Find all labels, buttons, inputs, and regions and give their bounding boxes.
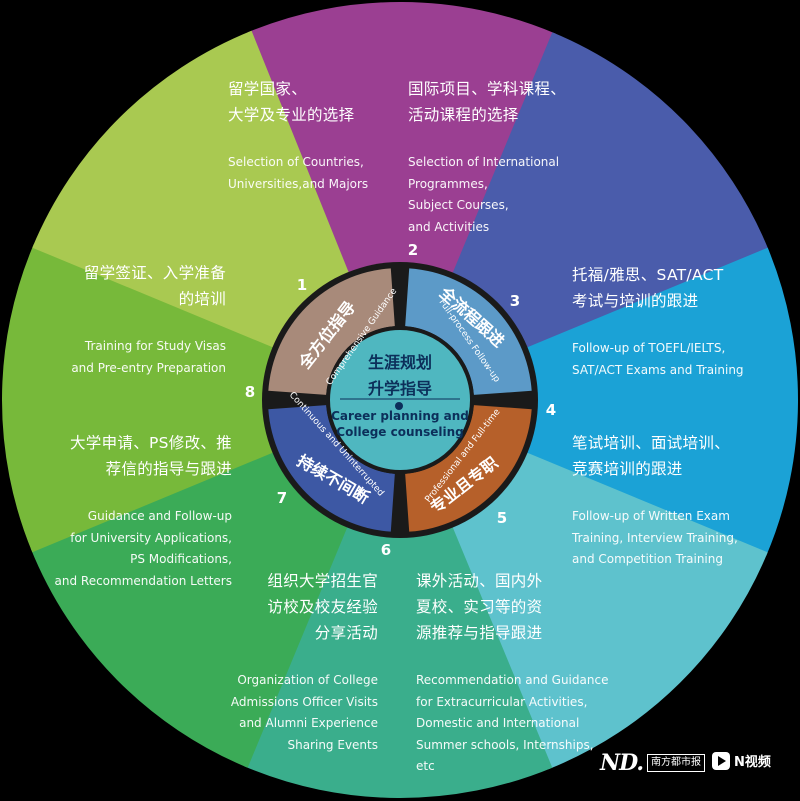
segment-8-zh: 留学签证、入学准备 的培训 — [83, 264, 226, 308]
nvideo-logo-text: N视频 — [734, 755, 771, 770]
segment-6-number: 6 — [380, 541, 392, 559]
ring-3-arc — [405, 405, 532, 532]
segment-5-number: 5 — [496, 509, 508, 527]
segment-8-label: 留学签证、入学准备 的培训 Training for Study Visas a… — [40, 260, 226, 379]
segment-6-label: 组织大学招生官 访校及校友经验 分享活动 Organization of Col… — [200, 568, 378, 756]
segment-8-wedge — [32, 30, 352, 351]
segment-4-number: 4 — [545, 401, 557, 419]
segment-1-number: 1 — [296, 276, 308, 294]
nandu-logo-mark: ND. — [600, 750, 644, 776]
nandu-logo-text: 南方都市报 — [647, 754, 706, 772]
segment-4-wedge — [448, 449, 768, 770]
segment-5-label: 课外活动、国内外 夏校、实习等的资 源推荐与指导跟进 Recommendatio… — [416, 568, 616, 778]
segment-2-en: Selection of International Programmes, S… — [408, 155, 560, 234]
hub-circle — [326, 326, 474, 474]
segment-7-number: 7 — [276, 489, 288, 507]
segment-2-label: 国际项目、学科课程、 活动课程的选择 Selection of Internat… — [408, 76, 608, 238]
segment-7-zh: 大学申请、PS修改、推 荐信的指导与跟进 — [70, 434, 232, 478]
segment-8-en: Training for Study Visas and Pre-entry P… — [71, 339, 226, 375]
segment-7-en: Guidance and Follow-up for University Ap… — [54, 509, 233, 588]
segment-3-en: Follow-up of TOEFL/IELTS, SAT/ACT Exams … — [572, 341, 744, 377]
segment-3-zh: 托福/雅思、SAT/ACT 考试与培训的跟进 — [572, 266, 724, 310]
play-icon — [712, 751, 730, 770]
segment-4-label: 笔试培训、面试培训、 竞赛培训的跟进 Follow-up of Written … — [572, 430, 772, 571]
segment-1-label: 留学国家、 大学及专业的选择 Selection of Countries, U… — [228, 76, 398, 195]
segment-2-wedge — [449, 32, 770, 352]
nandu-logo: ND. 南方都市报 — [600, 750, 706, 776]
hub-center-dot — [395, 402, 403, 410]
hub-title-en: Career planning and College counseling — [331, 409, 469, 439]
segment-8-number: 8 — [244, 383, 256, 401]
segment-1-en: Selection of Countries, Universities,and… — [228, 155, 369, 191]
segment-2-number: 2 — [407, 241, 419, 259]
nvideo-logo: N视频 — [712, 751, 771, 770]
ring-4-arc — [268, 405, 395, 532]
segment-2-zh: 国际项目、学科课程、 活动课程的选择 — [408, 80, 567, 124]
ring-1-arc — [268, 268, 395, 395]
segment-4-zh: 笔试培训、面试培训、 竞赛培训的跟进 — [572, 434, 731, 478]
segment-1-zh: 留学国家、 大学及专业的选择 — [228, 80, 355, 124]
segment-6-zh: 组织大学招生官 访校及校友经验 分享活动 — [267, 572, 378, 642]
segment-5-en: Recommendation and Guidance for Extracur… — [416, 673, 609, 773]
segment-6-en: Organization of College Admissions Offic… — [230, 673, 378, 752]
segment-3-label: 托福/雅思、SAT/ACT 考试与培训的跟进 Follow-up of TOEF… — [572, 262, 772, 381]
segment-6-wedge — [30, 448, 351, 768]
ring-2-arc — [405, 268, 532, 395]
hub-title-zh: 生涯规划 升学指导 — [367, 353, 432, 398]
segment-3-number: 3 — [509, 292, 521, 310]
segment-7-label: 大学申请、PS修改、推 荐信的指导与跟进 Guidance and Follow… — [30, 430, 233, 592]
segment-4-en: Follow-up of Written Exam Training, Inte… — [572, 509, 738, 566]
segment-5-zh: 课外活动、国内外 夏校、实习等的资 源推荐与指导跟进 — [416, 572, 543, 642]
